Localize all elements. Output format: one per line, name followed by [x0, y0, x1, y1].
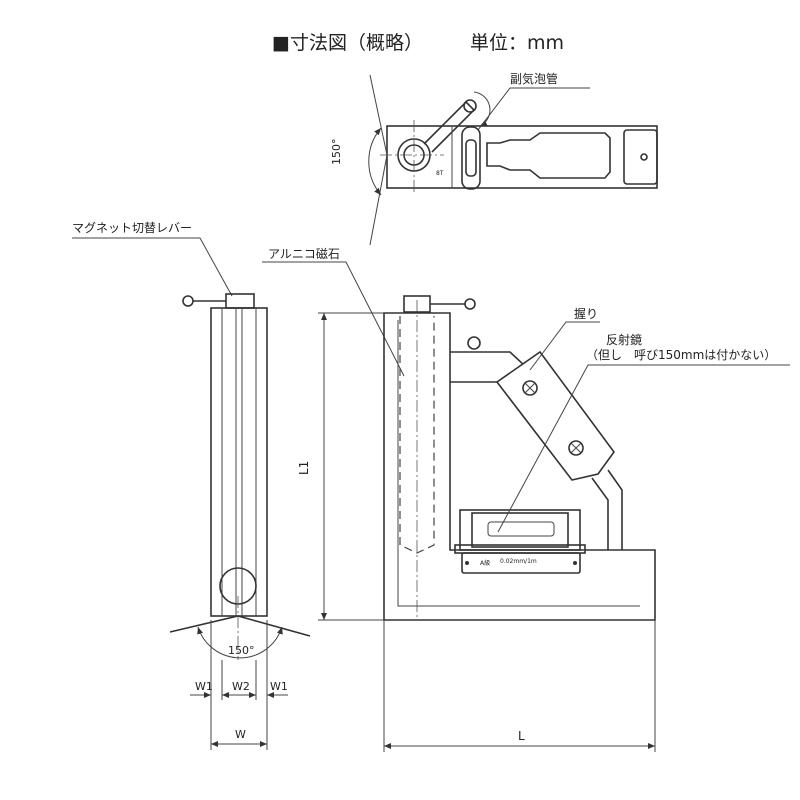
dim-w2: W2 — [232, 680, 250, 693]
drawing-title: ■寸法図（概略） — [272, 32, 423, 54]
level-grade: A級 — [480, 559, 490, 567]
dim-w1-left: W1 — [195, 680, 213, 693]
magnet-label: アルニコ磁石 — [268, 246, 340, 261]
top-view: 8T 150° 副気泡管 — [330, 71, 658, 246]
lever-label: マグネット切替レバー — [72, 221, 192, 235]
dim-w1-right: W1 — [270, 680, 288, 693]
top-angle-label: 150° — [330, 139, 343, 166]
mirror-note: （但し 呼び150mmは付かない） — [586, 348, 776, 362]
grip-label: 握り — [574, 306, 598, 321]
small-dim-mark: 8T — [436, 170, 444, 177]
dim-l1: L1 — [297, 461, 311, 475]
dim-l: L — [518, 729, 525, 743]
side-angle-label: 150° — [228, 644, 255, 657]
unit-label: 単位：mm — [470, 32, 564, 54]
side-view: マグネット切替レバー 150° W1 W2 W1 W — [72, 221, 311, 750]
dim-w: W — [235, 728, 246, 741]
mirror-label: 反射鏡 — [606, 332, 642, 347]
front-view: アルニコ磁石 A級 0.02mm/1m 握り 反 — [262, 246, 790, 752]
level-sensitivity: 0.02mm/1m — [500, 558, 537, 565]
sub-vial-label: 副気泡管 — [510, 71, 558, 86]
